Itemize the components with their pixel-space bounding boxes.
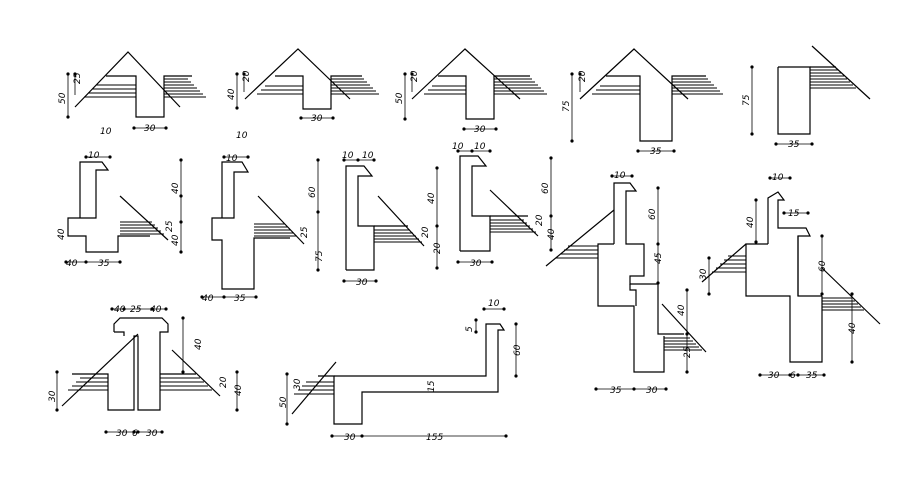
s7-w1: 30 <box>116 429 128 439</box>
section-s1: 10 40 25 40 40 40 35 <box>57 151 183 269</box>
d1-below: 10 <box>100 127 112 137</box>
d4-w: 35 <box>650 147 662 157</box>
d4-h2: 75 <box>562 100 572 112</box>
s5-a: 60 <box>648 208 658 220</box>
s6-e: 40 <box>848 322 858 334</box>
s6-t: 10 <box>772 173 784 183</box>
s4-w: 30 <box>470 259 482 269</box>
section-d5: 75 35 <box>742 45 871 150</box>
s6-d: 30 <box>699 268 709 280</box>
section-s2: 10 60 25 75 40 35 <box>200 154 325 304</box>
s2-bot: 40 <box>202 294 214 304</box>
d2-h2: 40 <box>227 88 237 100</box>
s5-c: 40 <box>677 304 687 316</box>
s7-d: 30 <box>48 390 58 402</box>
s8-w1: 30 <box>344 433 356 443</box>
s7-a: 40 <box>194 338 204 350</box>
s1-a: 40 <box>171 182 181 194</box>
s2-w: 35 <box>234 294 246 304</box>
s4-c: 40 <box>547 228 557 240</box>
d3-h2: 50 <box>395 92 405 104</box>
section-d3: 20 50 30 <box>395 48 547 135</box>
d1-w: 30 <box>144 124 156 134</box>
section-s5: 10 60 45 40 25 35 30 <box>545 171 707 396</box>
section-s4: 10 10 60 20 40 30 <box>452 142 557 269</box>
s7-top: 40 <box>114 305 126 315</box>
d4-h1: 20 <box>578 70 588 82</box>
d3-w: 30 <box>474 125 486 135</box>
d1-h2: 50 <box>58 92 68 104</box>
d1-h1: 25 <box>73 72 83 84</box>
s4-b: 20 <box>535 214 545 226</box>
s8-c: 15 <box>427 380 437 392</box>
s5-w2: 30 <box>646 386 658 396</box>
section-s6: 10 40 15 60 30 40 30 6 35 <box>699 173 881 381</box>
s2-c: 75 <box>315 250 325 262</box>
s3-t2: 10 <box>362 151 374 161</box>
s7-top2: 40 <box>150 305 162 315</box>
d5-w: 35 <box>788 140 800 150</box>
section-s8: 10 5 60 15 30 50 30 155 <box>279 299 523 443</box>
s1-e: 40 <box>171 234 181 246</box>
s6-b: 15 <box>788 209 800 219</box>
s8-e: 50 <box>279 396 289 408</box>
s3-a: 40 <box>427 192 437 204</box>
s7-w3: 30 <box>146 429 158 439</box>
s1-b: 40 <box>57 228 67 240</box>
s2-a: 60 <box>308 186 318 198</box>
s1-w: 35 <box>98 259 110 269</box>
s5-w1: 35 <box>610 386 622 396</box>
s7-mid: 25 <box>130 305 142 315</box>
s8-w2: 155 <box>426 433 443 443</box>
s2-t: 10 <box>226 154 238 164</box>
s6-a: 40 <box>746 216 756 228</box>
s8-b: 60 <box>513 344 523 356</box>
s4-t2: 10 <box>474 142 486 152</box>
d5-h: 75 <box>742 94 752 106</box>
d3-h1: 20 <box>410 70 420 82</box>
s6-c: 60 <box>818 260 828 272</box>
section-d2: 20 40 30 10 <box>227 48 379 141</box>
s6-w3: 35 <box>806 371 818 381</box>
s4-t1: 10 <box>452 142 464 152</box>
s3-c: 20 <box>433 242 443 254</box>
s5-b: 45 <box>654 252 664 264</box>
s6-w1: 30 <box>768 371 780 381</box>
s6-w2: 6 <box>790 371 796 381</box>
s3-b: 20 <box>421 226 431 238</box>
s8-a: 5 <box>465 326 475 332</box>
section-s3: 10 10 40 20 20 30 <box>342 151 443 288</box>
d2-below: 10 <box>236 131 248 141</box>
s5-t: 10 <box>614 171 626 181</box>
s8-t: 10 <box>488 299 500 309</box>
s1-bot: 40 <box>66 259 78 269</box>
s4-a: 60 <box>541 182 551 194</box>
s7-b: 20 <box>219 376 229 388</box>
s7-c: 40 <box>234 384 244 396</box>
section-d4: 20 75 35 <box>562 48 723 157</box>
s2-b: 25 <box>300 226 310 238</box>
section-d1: 25 50 30 10 <box>58 51 206 137</box>
d2-w: 30 <box>311 114 323 124</box>
s1-t: 10 <box>88 151 100 161</box>
section-s7: 40 25 40 40 20 40 30 30 6 30 <box>48 305 244 439</box>
s7-w2: 6 <box>132 429 138 439</box>
s3-t1: 10 <box>342 151 354 161</box>
d2-h1: 20 <box>242 70 252 82</box>
s3-w: 30 <box>356 278 368 288</box>
s5-d: 25 <box>683 346 693 358</box>
s1-c: 25 <box>165 220 175 232</box>
s8-d: 30 <box>293 378 303 390</box>
